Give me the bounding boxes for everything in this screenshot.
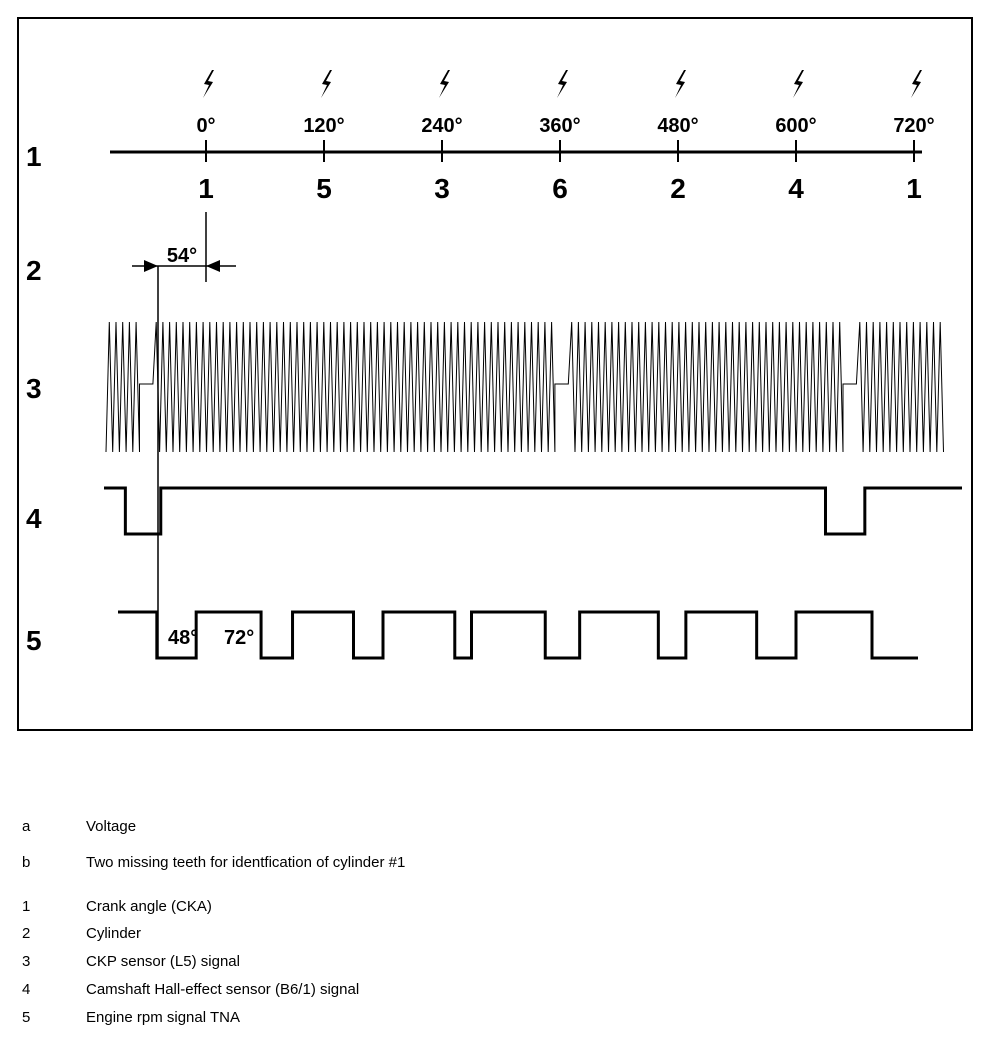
legend-text: CKP sensor (L5) signal bbox=[86, 953, 240, 970]
crank-angle-label: 600° bbox=[775, 115, 816, 137]
lightning-bolt-icon bbox=[321, 70, 332, 98]
legend-key: 1 bbox=[22, 898, 31, 915]
legend-text: Voltage bbox=[86, 818, 137, 835]
row-label-cylinder: 2 bbox=[26, 255, 42, 286]
legend-text: Two missing teeth for identfication of c… bbox=[86, 854, 406, 871]
cylinder-number: 5 bbox=[316, 173, 332, 204]
cylinder-number: 4 bbox=[788, 173, 804, 204]
legend-text: Crank angle (CKA) bbox=[86, 898, 212, 915]
legend-text: Engine rpm signal TNA bbox=[86, 1009, 240, 1026]
cylinder-number: 2 bbox=[670, 173, 686, 204]
row-label-ckp-signal: 3 bbox=[26, 373, 42, 404]
cylinder-number: 3 bbox=[434, 173, 450, 204]
lightning-bolt-icon bbox=[557, 70, 568, 98]
legend-text: Cylinder bbox=[86, 925, 142, 942]
ckp-sensor-signal-waveform bbox=[105, 321, 944, 453]
crank-angle-label: 360° bbox=[539, 115, 580, 137]
row-label-camshaft-signal: 4 bbox=[26, 503, 42, 534]
lightning-bolt-icon bbox=[675, 70, 686, 98]
crank-angle-label: 480° bbox=[657, 115, 698, 137]
legend-key: 5 bbox=[22, 1009, 31, 1026]
offset-54-arrow-right-icon bbox=[206, 260, 220, 272]
lightning-bolt-icon bbox=[911, 70, 922, 98]
cylinder-number: 1 bbox=[198, 173, 214, 204]
legend-key: a bbox=[22, 818, 31, 835]
row-label-crank-angle: 1 bbox=[26, 141, 42, 172]
lightning-bolt-icon bbox=[203, 70, 214, 98]
tna-low-duration-label: 48° bbox=[168, 627, 198, 649]
offset-54-label: 54° bbox=[167, 245, 197, 267]
crank-angle-label: 0° bbox=[196, 115, 215, 137]
legend-key: 3 bbox=[22, 953, 31, 970]
crank-angle-label: 720° bbox=[893, 115, 934, 137]
engine-rpm-tna-signal-waveform bbox=[118, 610, 918, 660]
crank-angle-timing-diagram: 1 2 3 4 5 0° 1 120° 5 240° 3 360° 6 480° 2 600° 4 72… bbox=[17, 17, 973, 731]
row-label-tna-signal: 5 bbox=[26, 625, 42, 656]
tna-high-duration-label: 72° bbox=[224, 627, 254, 649]
legend-key: 2 bbox=[22, 925, 31, 942]
offset-54-arrow-left-icon bbox=[144, 260, 158, 272]
camshaft-hall-signal-waveform bbox=[104, 486, 962, 536]
crank-angle-label: 240° bbox=[421, 115, 462, 137]
cylinder-number: 6 bbox=[552, 173, 568, 204]
legend-text: Camshaft Hall-effect sensor (B6/1) signa… bbox=[86, 981, 360, 998]
lightning-bolt-icon bbox=[793, 70, 804, 98]
diagram-frame bbox=[17, 17, 973, 731]
legend-key: b bbox=[22, 854, 31, 871]
lightning-bolt-icon bbox=[439, 70, 450, 98]
cylinder-number: 1 bbox=[906, 173, 922, 204]
crank-angle-marks: 0° 1 120° 5 240° 3 360° 6 480° 2 600° 4 720° 1 bbox=[196, 70, 935, 204]
crank-angle-label: 120° bbox=[303, 115, 344, 137]
legend-key: 4 bbox=[22, 981, 31, 998]
